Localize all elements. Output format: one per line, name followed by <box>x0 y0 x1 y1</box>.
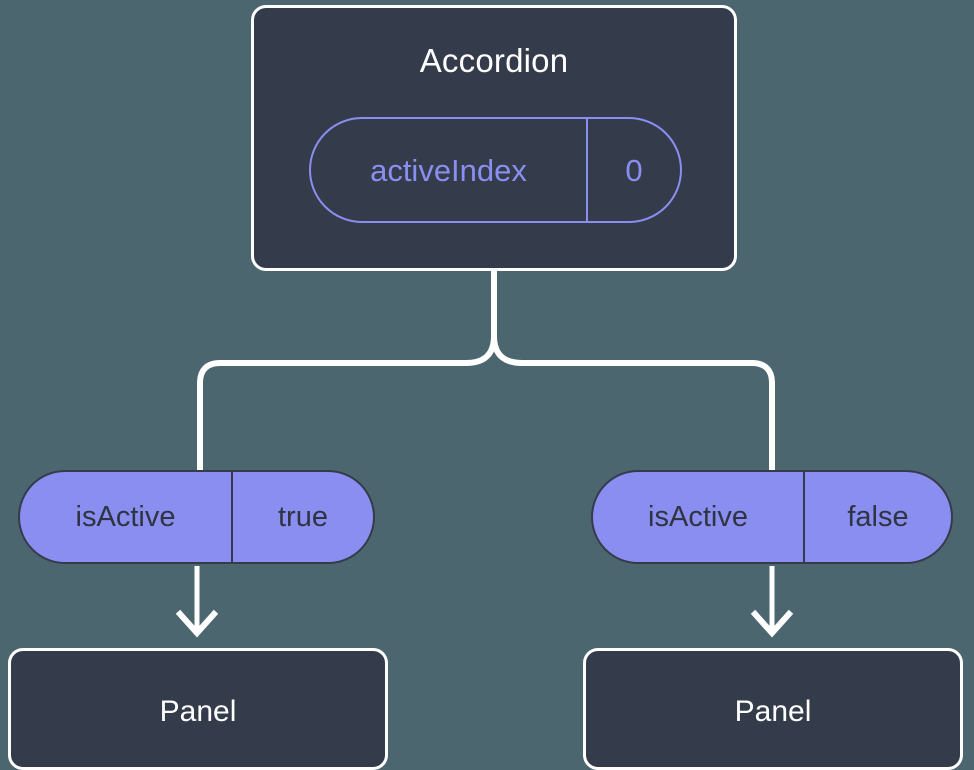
prop-pill-key: activeIndex <box>311 119 588 221</box>
connector-fork-right <box>491 335 775 470</box>
prop-pill-value: 0 <box>625 152 643 188</box>
prop-pill-key: isActive <box>593 472 805 562</box>
accordion-title: Accordion <box>419 42 569 79</box>
prop-pill-key: isActive <box>20 472 233 562</box>
prop-pill-value: false <box>847 500 909 533</box>
panel-node-right[interactable]: Panel <box>583 648 963 770</box>
prop-pill-is-active-false[interactable]: isActive false <box>591 470 953 564</box>
panel-node-left[interactable]: Panel <box>8 648 388 770</box>
arrow-head-left <box>175 609 219 638</box>
panel-title: Panel <box>734 695 812 728</box>
prop-pill-active-index[interactable]: activeIndex 0 <box>309 117 682 223</box>
connector-fork-left <box>197 335 497 470</box>
prop-pill-value: true <box>278 500 328 533</box>
panel-title: Panel <box>159 695 237 728</box>
arrow-head-right <box>750 609 794 638</box>
prop-pill-is-active-true[interactable]: isActive true <box>18 470 375 564</box>
